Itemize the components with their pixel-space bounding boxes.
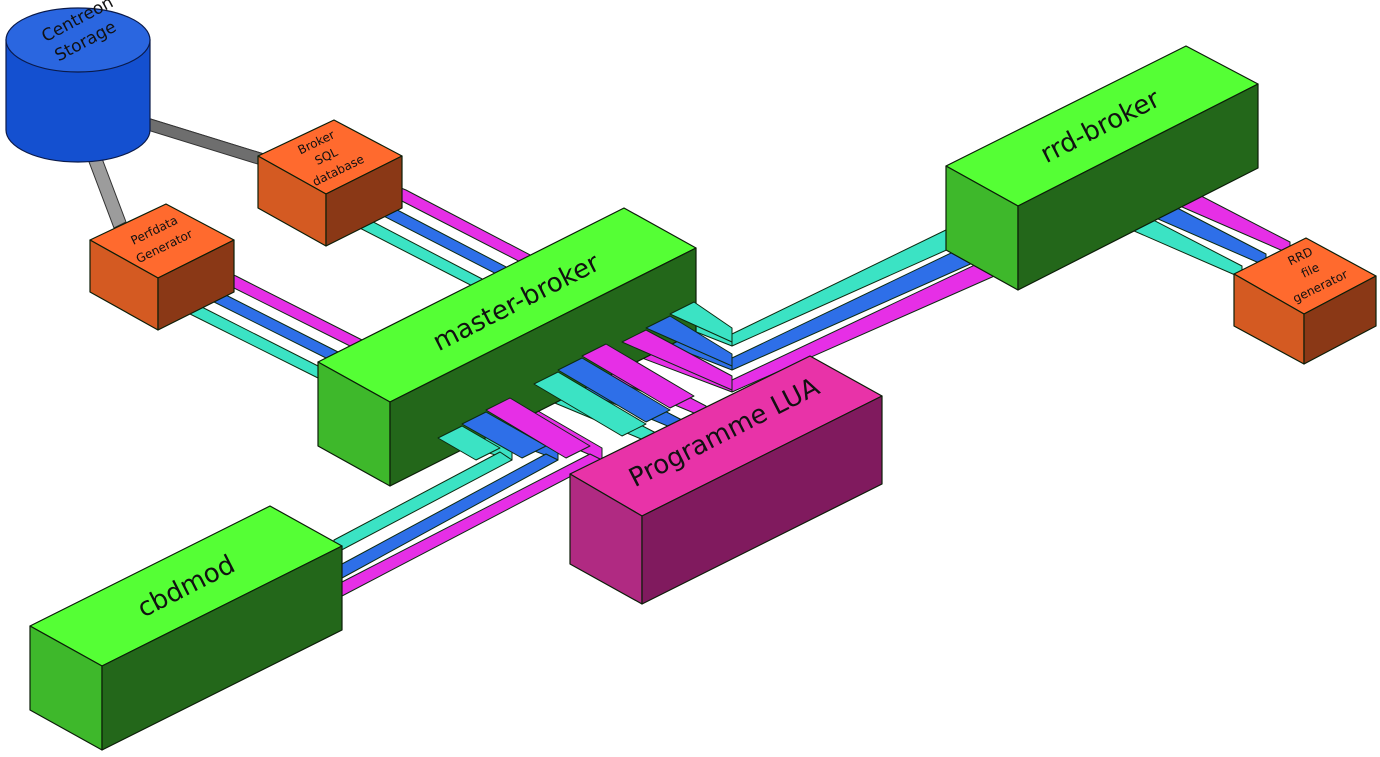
pipes-rrd-to-file: [1117, 183, 1291, 279]
stub-cyan-3: [669, 301, 733, 343]
perfdata-generator-block: Perfdata Generator: [89, 203, 235, 331]
pipes-master-to-cbdmod: [333, 403, 603, 597]
cbdmod-block: cbdmod: [29, 505, 343, 751]
stub-pink-3: [621, 329, 733, 391]
rrd-file-side: [1303, 275, 1377, 365]
stub-blue-2: [557, 357, 671, 423]
cbdmod-side: [101, 545, 343, 751]
stub-cyan-2: [533, 371, 647, 437]
pipe-blue-b: [731, 241, 985, 371]
perfdata-side: [157, 239, 235, 331]
cylinder-body: [5, 39, 151, 163]
centreon-storage-cylinder: Centreon Storage: [5, 0, 151, 163]
broker-sql-block: Broker SQL database: [257, 119, 403, 247]
stub-cyan-1: [437, 425, 501, 461]
stub-pink-1: [485, 397, 591, 459]
cylinder-top: [5, 7, 151, 73]
rrd-broker-block: rrd-broker: [945, 45, 1259, 291]
stub-pink-2: [581, 343, 695, 409]
rrd-broker-side: [1017, 83, 1259, 291]
broker-sql-side: [325, 155, 403, 247]
stub-blue-3: [645, 315, 733, 367]
pipes-master-front-stubs: [437, 301, 733, 461]
programme-lua-side: [641, 395, 883, 605]
rrd-file-generator-block: RRD file generator: [1233, 237, 1377, 365]
